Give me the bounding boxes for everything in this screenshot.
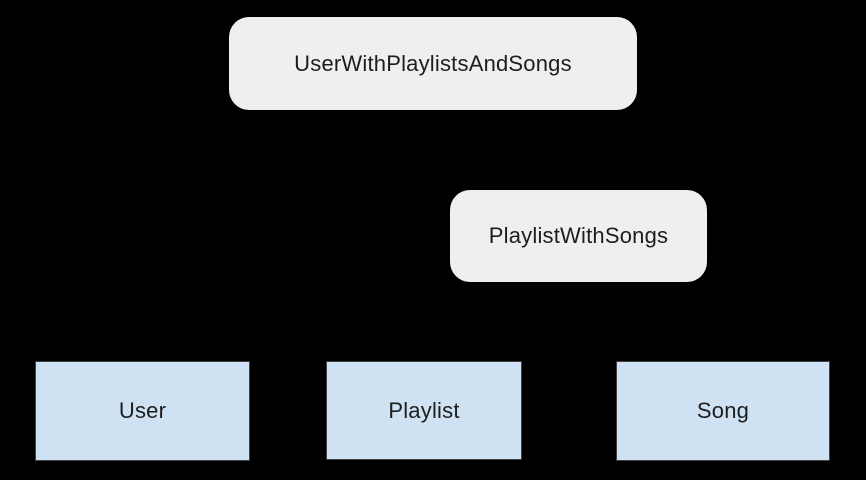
node-label: Playlist bbox=[388, 397, 460, 423]
node-label: PlaylistWithSongs bbox=[488, 223, 669, 248]
node-label: UserWithPlaylistsAndSongs bbox=[294, 50, 572, 76]
node-playlist: Playlist bbox=[326, 361, 522, 460]
node-label: User bbox=[118, 398, 167, 423]
node-label: Song bbox=[696, 398, 750, 423]
node-user: User bbox=[35, 361, 250, 461]
node-playlist-with-songs: PlaylistWithSongs bbox=[450, 190, 707, 282]
node-user-with-playlists-and-songs: UserWithPlaylistsAndSongs bbox=[229, 17, 637, 110]
node-song: Song bbox=[616, 361, 830, 461]
